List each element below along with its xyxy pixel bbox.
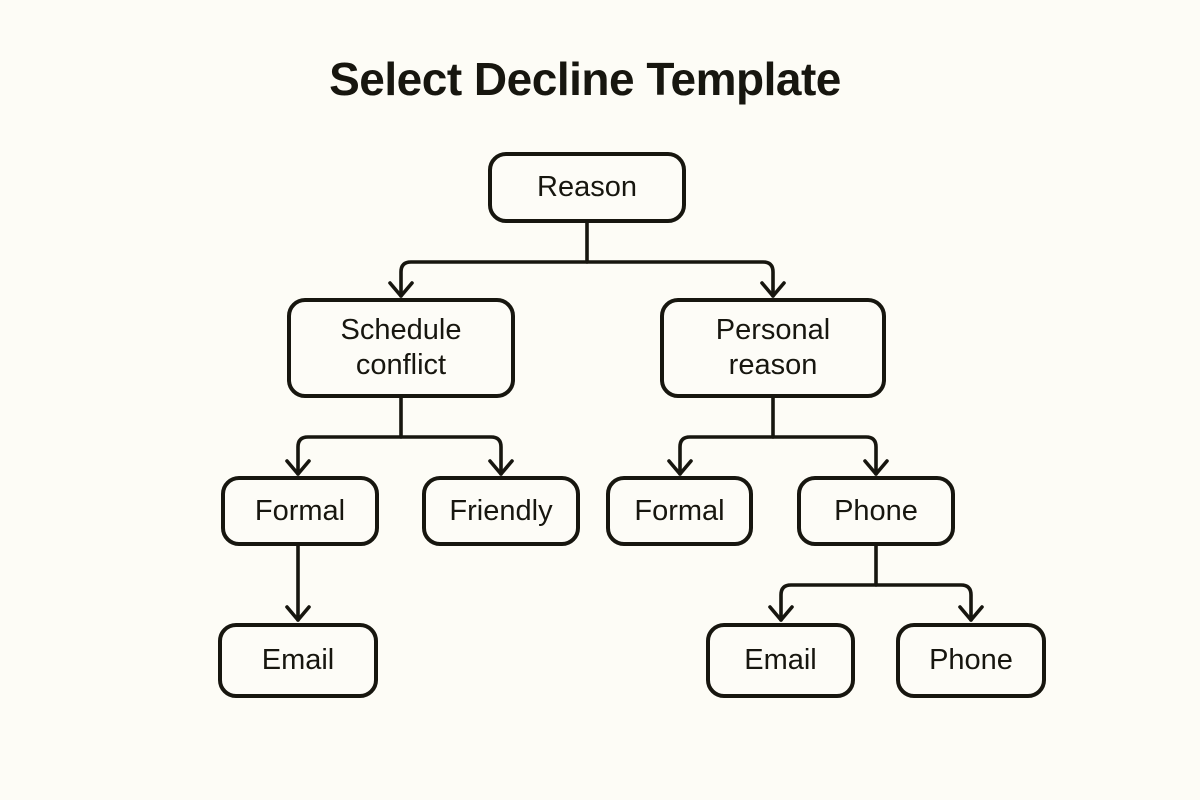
node-personal-reason: Personal reason (660, 298, 886, 398)
edge-schedule-children (285, 396, 514, 476)
node-schedule-conflict: Schedule conflict (287, 298, 515, 398)
node-formal-schedule: Formal (221, 476, 379, 546)
page-title: Select Decline Template (329, 53, 841, 105)
edge-formal-email (285, 544, 311, 622)
node-email-personal: Email (706, 623, 855, 698)
node-label: Formal (634, 494, 725, 527)
node-label: Email (744, 644, 817, 676)
node-label: Phone (834, 494, 918, 527)
node-label: Formal (254, 494, 346, 527)
node-email-schedule: Email (218, 623, 378, 698)
node-label: Personal reason (715, 314, 831, 381)
node-label: Schedule conflict (340, 314, 462, 381)
node-reason: Reason (488, 152, 686, 223)
node-label: Friendly (449, 494, 553, 527)
node-label: Email (261, 644, 335, 676)
node-label: Reason (537, 171, 637, 203)
edge-phone-children (768, 544, 984, 622)
edge-personal-children (667, 396, 889, 476)
node-label: Phone (929, 644, 1013, 676)
node-phone-final: Phone (896, 623, 1046, 698)
edge-reason-children (388, 221, 786, 298)
node-formal-personal: Formal (606, 476, 753, 546)
node-friendly: Friendly (422, 476, 580, 546)
node-phone: Phone (797, 476, 955, 546)
